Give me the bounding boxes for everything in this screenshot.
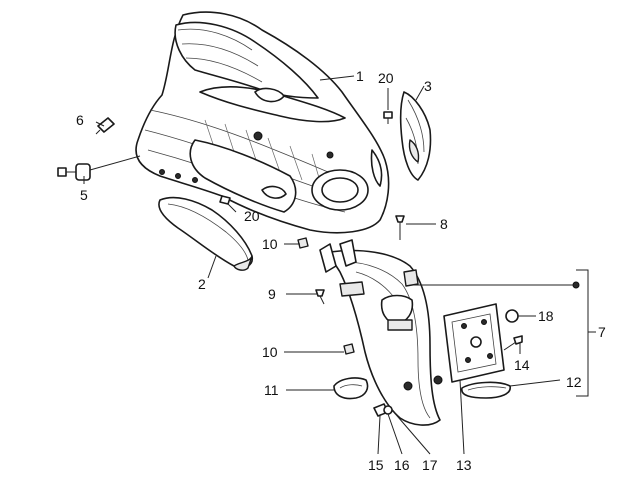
- callout-18: 18: [538, 308, 554, 324]
- callout-10-upper: 10: [262, 236, 278, 252]
- callout-15: 15: [368, 457, 384, 473]
- callout-14: 14: [514, 357, 530, 373]
- screw-8: [395, 215, 405, 240]
- callout-20-upper: 20: [378, 70, 394, 86]
- rear-light-lens: [399, 91, 432, 181]
- callout-9: 9: [268, 286, 276, 302]
- side-trim-panel: [158, 196, 254, 271]
- screw-20-upper: [383, 111, 393, 124]
- callout-17: 17: [422, 457, 438, 473]
- screw-14: [503, 335, 523, 351]
- callout-11: 11: [264, 382, 279, 398]
- licence-plate-holder: [443, 303, 505, 383]
- rear-body-shell: [135, 11, 390, 234]
- callout-labels: 1 2 3 5 6 7 8 9 10 10 11 12 13 14 15 16 …: [76, 68, 606, 473]
- plate-light-lens: [461, 381, 511, 399]
- hardware-15-16-17: [373, 403, 393, 417]
- clip-nut-lower: [343, 343, 355, 355]
- callout-16: 16: [394, 457, 410, 473]
- callout-20-lower: 20: [244, 208, 260, 224]
- reflector: [333, 377, 369, 400]
- callout-7: 7: [598, 324, 606, 340]
- small-clip: [95, 117, 115, 135]
- callout-1: 1: [356, 68, 364, 84]
- screw-20-lower: [219, 195, 231, 205]
- callout-3: 3: [424, 78, 432, 94]
- callout-13: 13: [456, 457, 472, 473]
- screw-with-bushing: [57, 163, 91, 181]
- callout-8: 8: [440, 216, 448, 232]
- rear-mudguard: [319, 239, 443, 426]
- callout-5: 5: [80, 187, 88, 203]
- cap-18: [505, 309, 519, 323]
- screw-9: [315, 289, 325, 305]
- leader-lines: [83, 75, 596, 455]
- clip-nut-upper: [297, 237, 309, 249]
- callout-10-lower: 10: [262, 344, 278, 360]
- callout-12: 12: [566, 374, 582, 390]
- callout-6: 6: [76, 112, 84, 128]
- callout-2: 2: [198, 276, 206, 292]
